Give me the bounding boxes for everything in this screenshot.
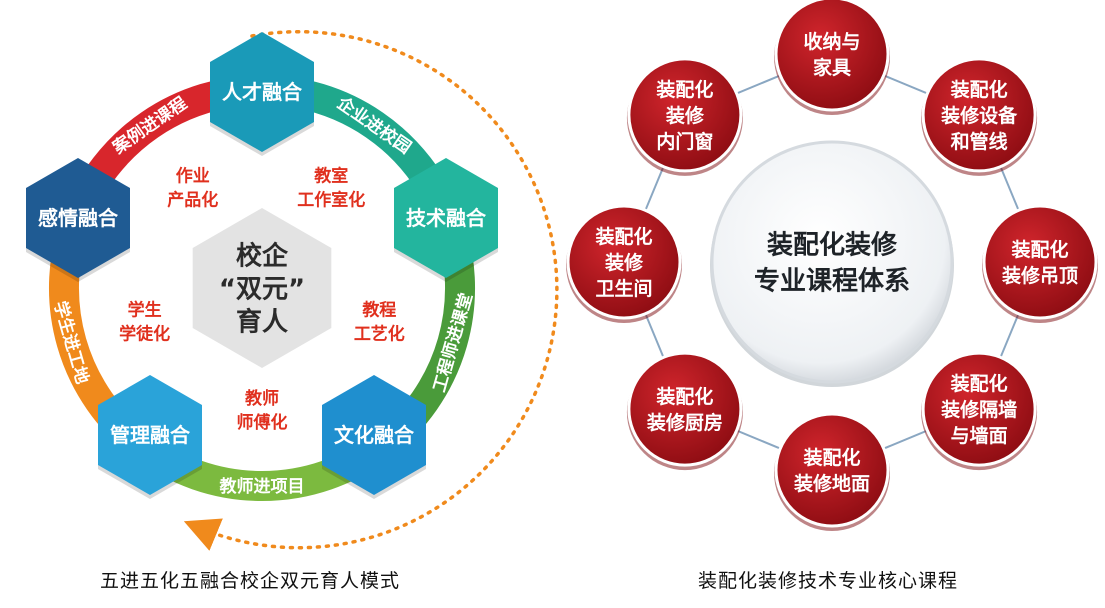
inner-label: 作业 [176,166,210,187]
course-node-label: 装配化 [950,78,1008,101]
course-node [627,57,743,173]
ring-label: 企业进校园 [332,92,415,158]
course-node-label: 装修地面 [793,472,870,495]
center-hexagon-shape [192,208,332,368]
center-hexagon: 校企“双元”育人 [192,208,332,368]
fusion-hexagon [394,158,498,278]
inner-label: 学徒化 [119,324,170,345]
inner-label: 产品化 [167,190,218,211]
course-node-label: 装修隔墙 [940,398,1017,421]
inner-label: 师傅化 [237,412,288,433]
fusion-hexagon-label: 技术融合 [406,206,487,230]
center-label: 校企 [236,240,289,271]
fusion-hexagon [98,375,202,495]
inner-label: 教师 [244,388,279,409]
course-node-label: 卫生间 [595,277,652,300]
fusion-hexagon [210,32,314,152]
center-title: 装配化装修 [767,229,898,260]
course-node-label: 装配化 [802,446,860,469]
fusion-hexagon-label: 感情融合 [38,206,119,230]
course-node-label: 与墙面 [951,424,1008,447]
center-title: 专业课程体系 [754,266,910,296]
ring-label: 教师进项目 [219,476,305,497]
course-node-label: 内门窗 [656,130,713,153]
course-node [566,204,682,320]
center-circle-shape [710,140,954,384]
course-node [627,351,743,467]
course-node-label: 装修设备 [940,104,1018,127]
fusion-hexagon [26,158,130,278]
course-node-label: 装修 [665,104,705,127]
inner-label: 教程 [361,300,396,321]
course-node-label: 装配化 [594,225,652,248]
course-nodes: 收纳与家具装配化装修设备和管线装配化装修吊顶装配化装修隔墙与墙面装配化装修地面装… [566,0,1098,531]
inner-label: 学生 [128,300,162,321]
course-node [774,0,890,112]
ring-label: 案例进课程 [108,93,191,159]
ring-label: 工程师进课堂 [429,291,477,395]
course-node-label: 装修 [604,251,644,274]
inner-label: 工艺化 [354,324,405,345]
course-node-label: 和管线 [951,130,1008,153]
caption-right: 装配化装修技术专业核心课程 [698,570,959,592]
fusion-hexagon-label: 文化融合 [334,423,415,447]
course-node-label: 装配化 [950,372,1008,395]
course-node-label: 装配化 [655,385,713,408]
course-node-label: 家具 [813,56,851,79]
course-node-label: 装修吊顶 [1001,264,1078,287]
center-label: 育人 [236,306,288,337]
fusion-hexagon [322,375,426,495]
course-node-label: 收纳与 [803,30,860,53]
fusion-hexagon-label: 管理融合 [110,423,191,447]
course-node [982,204,1098,320]
course-node-label: 装修厨房 [646,411,723,434]
dotted-cycle-arrow [183,30,559,551]
course-node-label: 装配化 [655,78,713,101]
course-node [774,412,890,528]
course-node [921,57,1037,173]
center-label: “双元” [219,274,305,304]
inner-label: 工作室化 [297,190,365,211]
caption-left: 五进五化五融合校企双元育人模式 [100,570,401,592]
course-node [921,351,1037,467]
fusion-hexagon-label: 人才融合 [222,80,303,104]
inner-label: 教室 [313,166,348,187]
course-node-label: 装配化 [1010,238,1068,261]
